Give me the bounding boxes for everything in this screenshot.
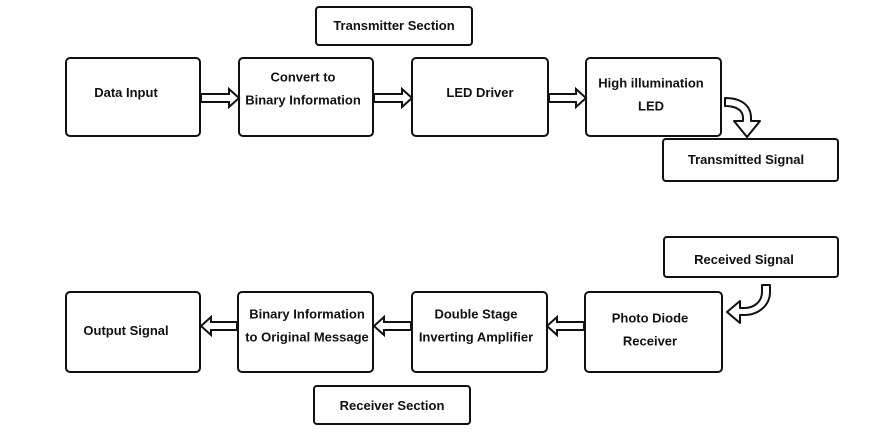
binary-to-message-label-line-2: to Original Message	[245, 330, 369, 345]
binary-to-message-label-line-1: Binary Information	[249, 307, 365, 322]
transmitted-signal-block: Transmitted Signal	[662, 138, 839, 182]
output-signal-block: Output Signal	[65, 291, 201, 373]
arrow-photo-to-amplifier	[545, 314, 585, 338]
convert-binary-block: Convert to Binary Information	[238, 57, 374, 137]
curved-arrow-received-to-photo	[726, 284, 771, 324]
transmitter-section-text: Transmitter Section	[333, 18, 454, 33]
transmitter-section-label: Transmitter Section	[315, 6, 473, 46]
transmitted-signal-label-line-1: Transmitted Signal	[688, 152, 804, 167]
binary-to-message-block: Binary Information to Original Message	[237, 291, 374, 373]
led-label-line-2: LED	[638, 99, 664, 114]
output-signal-label: Output Signal	[83, 323, 168, 338]
received-signal-label: Received Signal	[694, 252, 794, 267]
arrow-data-to-convert	[200, 86, 241, 110]
led-driver-label-line-1: LED Driver	[446, 85, 513, 100]
curved-arrow-led-to-transmitted	[724, 97, 761, 138]
data-input-label-line-1: Data Input	[94, 85, 158, 100]
amplifier-label-line-1: Double Stage	[434, 307, 517, 322]
led-label-line-1: High illumination	[598, 76, 703, 91]
convert-binary-label-line-2: Binary Information	[245, 93, 361, 108]
arrow-amplifier-to-binary	[372, 314, 412, 338]
led-driver-label: LED Driver	[446, 85, 513, 100]
photo-diode-label-line-2: Receiver	[623, 334, 677, 349]
data-input-block: Data Input	[65, 57, 201, 137]
received-signal-block: Received Signal	[663, 236, 839, 278]
binary-to-message-label: Binary Information to Original Message	[245, 307, 369, 345]
transmitted-signal-label: Transmitted Signal	[688, 152, 804, 167]
receiver-section-label: Receiver Section	[313, 385, 471, 425]
arrow-binary-to-output	[199, 314, 238, 338]
output-signal-label-line-1: Output Signal	[83, 323, 168, 338]
convert-binary-label-line-1: Convert to	[271, 70, 336, 85]
received-signal-label-line-1: Received Signal	[694, 252, 794, 267]
receiver-section-text: Receiver Section	[340, 398, 445, 413]
arrow-convert-to-driver	[373, 86, 414, 110]
convert-binary-label: Convert to Binary Information	[245, 70, 361, 108]
led-driver-block: LED Driver	[411, 57, 549, 137]
arrow-driver-to-led	[548, 86, 588, 110]
photo-diode-label-line-1: Photo Diode	[612, 311, 689, 326]
amplifier-label-line-2: Inverting Amplifier	[419, 330, 533, 345]
data-input-label: Data Input	[94, 85, 158, 100]
